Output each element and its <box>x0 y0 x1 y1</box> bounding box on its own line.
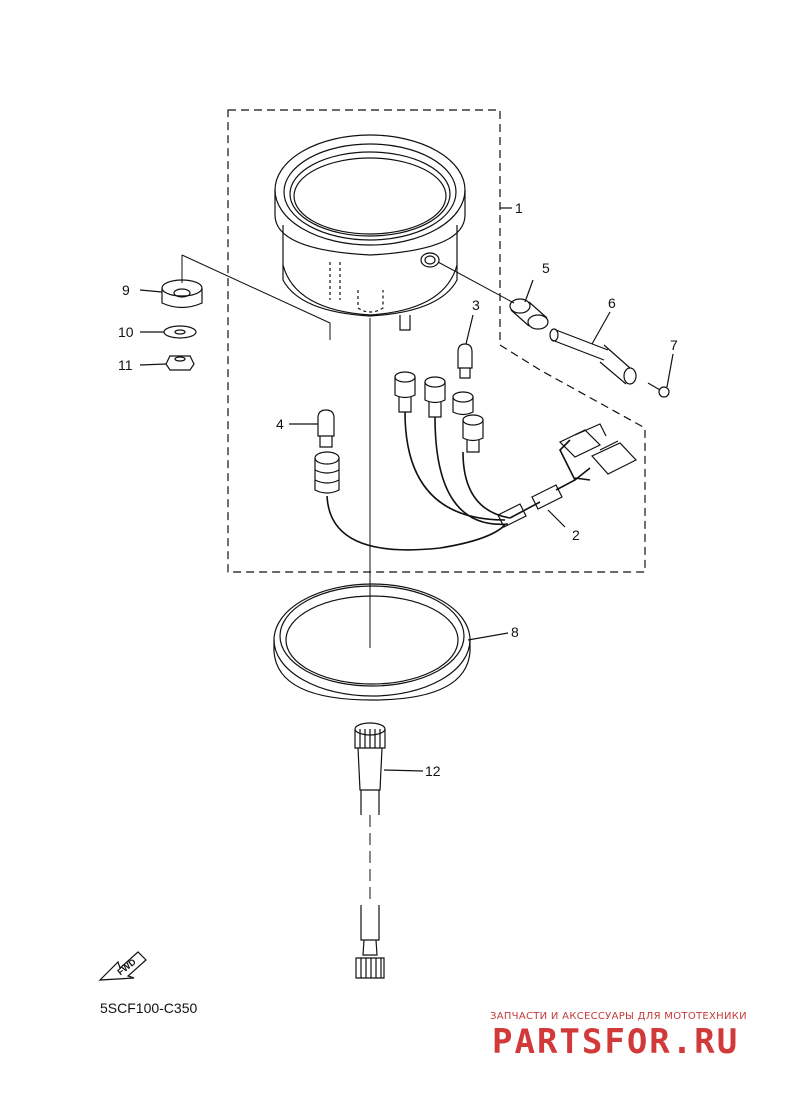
watermark-tagline: ЗАПЧАСТИ И АКСЕССУАРЫ ДЛЯ МОТОТЕХНИКИ <box>490 1011 747 1022</box>
tube-6 <box>549 328 637 385</box>
grommet-9 <box>161 279 203 309</box>
callout-10: 10 <box>118 324 134 340</box>
socket-b <box>424 376 446 418</box>
callout-8: 8 <box>511 624 519 640</box>
callout-1: 1 <box>515 200 523 216</box>
fwd-label: FWD <box>115 956 138 977</box>
watermark-logo: PARTSFOR.RU <box>492 1022 740 1062</box>
callout-12: 12 <box>425 763 441 779</box>
callout-6: 6 <box>608 295 616 311</box>
diagram-code: 5SCF100-C350 <box>100 1000 198 1016</box>
fwd-arrow-icon <box>98 951 147 981</box>
meter-housing <box>274 134 466 331</box>
washer-10 <box>163 325 197 339</box>
speedometer-cable-12 <box>354 722 386 979</box>
connector-b <box>591 440 637 475</box>
callout-9: 9 <box>122 282 130 298</box>
socket-a <box>394 371 416 413</box>
screw-7 <box>647 382 670 398</box>
sleeve-5 <box>509 298 549 330</box>
socket-d <box>462 414 484 453</box>
wire-harness-2 <box>326 411 591 551</box>
socket-c <box>452 391 474 416</box>
callout-2: 2 <box>572 527 580 543</box>
callout-4: 4 <box>276 416 284 432</box>
callout-3: 3 <box>472 297 480 313</box>
callout-7: 7 <box>670 337 678 353</box>
nut-11 <box>165 355 195 371</box>
bulb-3 <box>457 343 473 379</box>
socket-e <box>314 451 340 494</box>
bulb-4 <box>317 409 335 448</box>
harness-sleeve <box>497 484 563 528</box>
gasket-8 <box>273 583 471 701</box>
callout-11: 11 <box>118 357 133 373</box>
assembly-boundary <box>227 109 646 573</box>
connector-a <box>558 423 607 458</box>
callout-5: 5 <box>542 260 550 276</box>
